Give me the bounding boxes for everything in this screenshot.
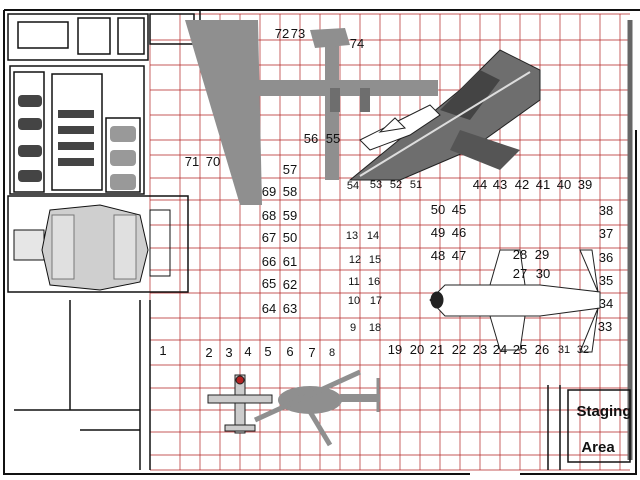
booth-41[interactable]: 41	[536, 177, 550, 192]
booth-18[interactable]: 18	[369, 322, 381, 334]
booth-63[interactable]: 63	[283, 301, 297, 316]
booth-67[interactable]: 67	[262, 230, 276, 245]
booth-57[interactable]: 57	[283, 162, 297, 177]
booth-65[interactable]: 65	[262, 276, 276, 291]
booth-12[interactable]: 12	[349, 254, 361, 266]
booth-70[interactable]: 70	[206, 154, 220, 169]
booth-43[interactable]: 43	[493, 177, 507, 192]
booth-6[interactable]: 6	[286, 344, 293, 359]
staging-area: Staging Area	[567, 389, 632, 463]
booth-8[interactable]: 8	[329, 347, 335, 359]
booth-28[interactable]: 28	[513, 247, 527, 262]
booth-73[interactable]: 73	[291, 26, 305, 41]
cargo-aircraft	[185, 20, 438, 205]
booth-40[interactable]: 40	[557, 177, 571, 192]
booth-44[interactable]: 44	[473, 177, 487, 192]
booth-36[interactable]: 36	[599, 250, 613, 265]
helicopter	[253, 369, 380, 447]
booth-59[interactable]: 59	[283, 208, 297, 223]
booth-22[interactable]: 22	[452, 342, 466, 357]
booth-53[interactable]: 53	[370, 179, 382, 191]
booth-50-right[interactable]: 50	[431, 202, 445, 217]
booth-62[interactable]: 62	[283, 277, 297, 292]
staging-area-label-line2: Area	[581, 439, 615, 456]
booth-42[interactable]: 42	[515, 177, 529, 192]
booth-32[interactable]: 32	[577, 344, 589, 356]
booth-72[interactable]: 72	[275, 26, 289, 41]
booth-31[interactable]: 31	[558, 344, 570, 356]
booth-38[interactable]: 38	[599, 203, 613, 218]
booth-34[interactable]: 34	[599, 296, 613, 311]
booth-66[interactable]: 66	[262, 254, 276, 269]
booth-55[interactable]: 55	[326, 131, 340, 146]
booth-16[interactable]: 16	[368, 276, 380, 288]
booth-52[interactable]: 52	[390, 179, 402, 191]
booth-49[interactable]: 49	[431, 225, 445, 240]
white-aircraft	[429, 249, 601, 353]
booth-27[interactable]: 27	[513, 266, 527, 281]
booth-30[interactable]: 30	[536, 266, 550, 281]
booth-29[interactable]: 29	[535, 247, 549, 262]
booth-48[interactable]: 48	[431, 248, 445, 263]
booth-13[interactable]: 13	[346, 230, 358, 242]
booth-64[interactable]: 64	[262, 301, 276, 316]
restroom-fixtures	[18, 95, 136, 190]
booth-9[interactable]: 9	[350, 322, 356, 334]
trainer-aircraft	[207, 374, 273, 434]
booth-33[interactable]: 33	[598, 319, 612, 334]
booth-50-left[interactable]: 50	[283, 230, 297, 245]
blackbird-aircraft	[348, 49, 541, 181]
booth-17[interactable]: 17	[370, 295, 382, 307]
booth-45[interactable]: 45	[452, 202, 466, 217]
booth-2[interactable]: 2	[205, 345, 212, 360]
small-jet	[359, 104, 441, 151]
booth-56[interactable]: 56	[304, 131, 318, 146]
booth-1[interactable]: 1	[159, 343, 166, 358]
booth-68[interactable]: 68	[262, 208, 276, 223]
booth-15[interactable]: 15	[369, 254, 381, 266]
booth-23[interactable]: 23	[473, 342, 487, 357]
booth-74[interactable]: 74	[350, 36, 364, 51]
theater-stage	[7, 195, 189, 293]
booth-35[interactable]: 35	[599, 273, 613, 288]
booth-3[interactable]: 3	[225, 345, 232, 360]
booth-14[interactable]: 14	[367, 230, 379, 242]
booth-4[interactable]: 4	[244, 344, 251, 359]
booth-46[interactable]: 46	[452, 225, 466, 240]
booth-10[interactable]: 10	[348, 295, 360, 307]
booth-37[interactable]: 37	[599, 226, 613, 241]
booth-20[interactable]: 20	[410, 342, 424, 357]
booth-61[interactable]: 61	[283, 254, 297, 269]
booth-47[interactable]: 47	[452, 248, 466, 263]
booth-25[interactable]: 25	[513, 342, 527, 357]
booth-5[interactable]: 5	[264, 344, 271, 359]
booth-39[interactable]: 39	[578, 177, 592, 192]
booth-24[interactable]: 24	[493, 342, 507, 357]
corridor-lines	[14, 10, 561, 470]
restroom-block	[7, 13, 195, 195]
booth-labels: 1 2 3 4 5 6 7 8 9 10 11 12 13 14 15 16 1…	[159, 26, 613, 360]
booth-7[interactable]: 7	[308, 345, 315, 360]
booth-11[interactable]: 11	[348, 276, 359, 288]
building-walls	[3, 9, 640, 475]
staging-area-label-line1: Staging	[577, 403, 632, 420]
booth-51[interactable]: 51	[410, 179, 422, 191]
booth-54[interactable]: 54	[347, 180, 359, 192]
booth-26[interactable]: 26	[535, 342, 549, 357]
booth-69[interactable]: 69	[262, 184, 276, 199]
booth-71[interactable]: 71	[185, 154, 199, 169]
booth-58[interactable]: 58	[283, 184, 297, 199]
booth-21[interactable]: 21	[430, 342, 444, 357]
booth-19[interactable]: 19	[388, 342, 402, 357]
